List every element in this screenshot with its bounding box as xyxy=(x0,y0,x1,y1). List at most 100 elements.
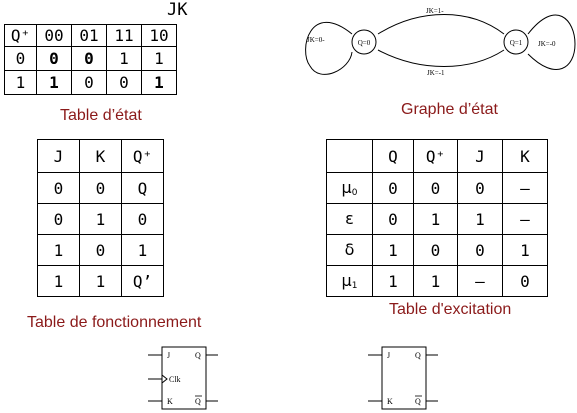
clk-label: Clk xyxy=(169,375,181,384)
state-table-cell: 0 xyxy=(71,46,107,71)
j-label: J xyxy=(387,351,390,360)
flipflop-body xyxy=(161,346,207,410)
function-table: J K Q⁺ 0 0 Q 0 1 0 1 0 1 1 1 Q’ xyxy=(37,139,164,297)
excitation-row-label: ε xyxy=(326,203,373,235)
state-graph-edge-bottom-label: JK=-1 xyxy=(427,69,445,77)
function-table-row: 0 0 Q xyxy=(37,172,164,204)
excitation-table-cell: 1 xyxy=(372,234,414,266)
excitation-table-row: ε 0 1 1 – xyxy=(326,203,548,235)
excitation-table-header-cell: Q xyxy=(372,139,414,173)
excitation-table-row: μ0 0 0 0 – xyxy=(326,172,548,204)
function-table-cell: Q’ xyxy=(121,265,164,297)
excitation-table-cell: 0 xyxy=(413,234,458,266)
function-table-cell: 0 xyxy=(79,234,122,266)
state-table-row: 1 1 0 0 1 xyxy=(4,70,177,95)
excitation-table-row: μ1 1 1 – 0 xyxy=(326,265,548,297)
state-table-cell: 1 xyxy=(141,70,177,95)
state-table-cell: 0 xyxy=(106,70,142,95)
function-table-cell: 1 xyxy=(121,234,164,266)
excitation-table-cell: 1 xyxy=(457,203,503,235)
excitation-table-header-cell: K xyxy=(502,139,548,173)
excitation-table: Q Q⁺ J K μ0 0 0 0 – ε 0 1 1 – δ 1 0 0 1 … xyxy=(326,139,548,297)
excitation-row-label: μ1 xyxy=(326,265,373,297)
state-table-header-cell: Q⁺ xyxy=(4,24,37,47)
state-table-header-cell: 11 xyxy=(106,24,142,47)
qbar-label: Q xyxy=(195,397,201,406)
excitation-row-label-symbol: ε xyxy=(345,209,354,228)
excitation-table-cell: 0 xyxy=(413,172,458,204)
state-table-header-cell: 01 xyxy=(71,24,107,47)
function-table-header-cell: K xyxy=(79,139,122,173)
state-table-cell: 1 xyxy=(36,70,72,95)
excitation-table-cell: – xyxy=(457,265,503,297)
q-label: Q xyxy=(195,351,201,360)
state-graph-edge-top xyxy=(377,14,505,35)
state-graph-loop-q0-label: JK=0- xyxy=(307,36,325,44)
function-table-row: 1 1 Q’ xyxy=(37,265,164,297)
function-table-cell: 1 xyxy=(37,234,80,266)
excitation-table-cell: 0 xyxy=(372,203,414,235)
function-table-cell: 0 xyxy=(37,172,80,204)
function-table-cell: 1 xyxy=(37,265,80,297)
jk-flipflop-plain: J K Q Q xyxy=(368,346,438,410)
function-table-row: 0 1 0 xyxy=(37,203,164,235)
state-table-header-cell: 00 xyxy=(36,24,72,47)
state-table-cell: 1 xyxy=(106,46,142,71)
k-label: K xyxy=(387,397,393,406)
state-graph-node-q0-label: Q=0 xyxy=(358,39,371,47)
state-table-cell: 0 xyxy=(4,46,37,71)
excitation-table-cell: 1 xyxy=(372,265,414,297)
q-label: Q xyxy=(415,351,421,360)
excitation-row-label-symbol: μ xyxy=(341,178,352,197)
excitation-table-cell: 0 xyxy=(457,172,503,204)
excitation-table-caption: Table d'excitation xyxy=(389,301,512,318)
state-table-cell: 1 xyxy=(141,46,177,71)
state-graph-loop-q1 xyxy=(527,14,576,70)
state-graph-node-q0 xyxy=(351,29,377,55)
state-graph-caption: Graphe d’état xyxy=(401,101,498,118)
function-table-cell: 0 xyxy=(37,203,80,235)
excitation-row-label-symbol: δ xyxy=(344,240,355,259)
function-table-caption: Table de fonctionnement xyxy=(27,314,202,331)
state-table: Q⁺ 00 01 11 10 0 0 0 1 1 1 1 0 0 1 xyxy=(4,24,177,95)
state-graph-edge-bottom xyxy=(377,49,505,67)
state-table-cell: 0 xyxy=(36,46,72,71)
state-table-row: 0 0 0 1 1 xyxy=(4,46,177,71)
function-table-row: 1 0 1 xyxy=(37,234,164,266)
excitation-table-header-cell xyxy=(326,139,373,173)
excitation-row-label-symbol: μ xyxy=(341,271,352,290)
excitation-row-label-subscript: 0 xyxy=(351,188,358,198)
excitation-table-header-cell: J xyxy=(457,139,503,173)
state-graph-node-q1 xyxy=(503,29,529,55)
excitation-table-cell: 0 xyxy=(372,172,414,204)
clock-triangle-icon xyxy=(161,374,168,384)
excitation-table-cell: 0 xyxy=(457,234,503,266)
state-table-caption: Table d’état xyxy=(60,107,142,124)
state-table-cell: 1 xyxy=(4,70,37,95)
state-graph-node-q1-label: Q=1 xyxy=(510,39,523,47)
excitation-row-label: μ0 xyxy=(326,172,373,204)
function-table-cell: Q xyxy=(121,172,164,204)
function-table-cell: 1 xyxy=(79,265,122,297)
state-table-cell: 0 xyxy=(71,70,107,95)
state-graph-loop-q1-label: JK=-0 xyxy=(538,40,556,48)
function-table-header-cell: Q⁺ xyxy=(121,139,164,173)
function-table-cell: 0 xyxy=(121,203,164,235)
excitation-row-label-subscript: 1 xyxy=(351,281,358,291)
function-table-cell: 1 xyxy=(79,203,122,235)
state-graph-edge-top-label: JK=1- xyxy=(426,7,444,15)
excitation-table-cell: 1 xyxy=(413,265,458,297)
function-table-cell: 0 xyxy=(79,172,122,204)
state-graph-loop-q0 xyxy=(305,21,353,75)
j-label: J xyxy=(167,351,170,360)
excitation-table-cell: 0 xyxy=(502,265,548,297)
excitation-table-row: δ 1 0 0 1 xyxy=(326,234,548,266)
flipflop-body xyxy=(381,346,427,410)
excitation-table-header-cell: Q⁺ xyxy=(413,139,458,173)
function-table-header-cell: J xyxy=(37,139,80,173)
k-label: K xyxy=(167,397,173,406)
excitation-table-cell: 1 xyxy=(413,203,458,235)
jk-flipflop-clocked: J Clk K Q Q xyxy=(148,346,218,410)
excitation-row-label: δ xyxy=(326,234,373,266)
